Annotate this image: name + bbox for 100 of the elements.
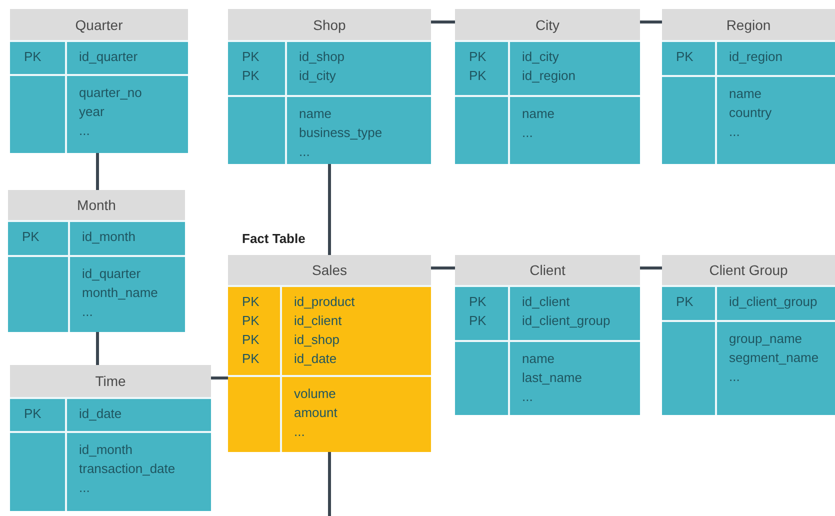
- key-section: [10, 40, 188, 74]
- field-name: name: [522, 105, 555, 123]
- table-card: [228, 9, 431, 164]
- field-name: transaction_date: [79, 460, 176, 478]
- field-name: quarter_no: [79, 84, 142, 102]
- key-marker: PK: [469, 312, 486, 330]
- key-marker: PK: [469, 67, 486, 85]
- field-name: volume: [294, 385, 336, 403]
- key-marker: PK: [242, 293, 260, 311]
- field-name: name: [299, 105, 332, 123]
- connector-line: [211, 376, 228, 380]
- attribute-section: [662, 75, 835, 164]
- table-card: [455, 255, 640, 415]
- table-card: [8, 190, 185, 332]
- table-title: Region: [725, 16, 772, 32]
- key-section: [8, 220, 185, 255]
- table-title: Client: [528, 262, 566, 278]
- attribute-section: [228, 375, 431, 452]
- attribute-section: [662, 320, 835, 415]
- field-name: ...: [522, 124, 533, 142]
- attribute-section: [10, 74, 188, 153]
- table-caption: Fact Table: [242, 231, 306, 246]
- connector-line: [328, 452, 331, 516]
- key-section: [228, 40, 431, 95]
- connector-line: [431, 266, 455, 270]
- field-name: group_name: [729, 330, 802, 348]
- key-marker: PK: [676, 293, 694, 311]
- table-card: [10, 9, 188, 153]
- field-name: ...: [729, 123, 740, 141]
- field-name: id_city: [299, 67, 336, 85]
- key-marker: PK: [242, 331, 260, 349]
- field-name: id_quarter: [82, 265, 141, 283]
- field-name: ...: [294, 423, 305, 441]
- field-name: amount: [294, 404, 338, 422]
- field-name: ...: [522, 388, 533, 406]
- field-name: id_client: [294, 312, 342, 330]
- field-name: id_region: [522, 67, 576, 85]
- table-title: Sales: [310, 262, 348, 278]
- key-section: [228, 285, 431, 375]
- key-section: [662, 40, 835, 75]
- key-marker: PK: [676, 48, 694, 66]
- field-name: ...: [729, 368, 740, 386]
- field-name: ...: [82, 303, 93, 321]
- field-name: id_date: [79, 405, 122, 423]
- connector-line: [640, 20, 662, 24]
- attribute-section: [8, 255, 185, 332]
- table-card: [455, 9, 640, 164]
- field-name: ...: [79, 122, 90, 140]
- field-name: last_name: [522, 369, 582, 387]
- key-section: [10, 397, 211, 431]
- key-marker: PK: [469, 293, 486, 311]
- key-marker: PK: [24, 405, 42, 423]
- key-section: [455, 285, 640, 340]
- attribute-section: [228, 95, 431, 164]
- field-name: year: [79, 103, 104, 121]
- table-title: Quarter: [74, 16, 124, 32]
- table-title: Shop: [312, 16, 347, 32]
- field-name: segment_name: [729, 349, 819, 367]
- table-card: [228, 255, 431, 452]
- connector-line: [96, 153, 99, 190]
- connector-line: [96, 332, 99, 365]
- connector-line: [640, 266, 662, 270]
- field-name: id_shop: [299, 48, 345, 66]
- field-name: id_quarter: [79, 48, 138, 66]
- field-name: name: [729, 85, 762, 103]
- table-card: [662, 255, 835, 415]
- key-marker: PK: [469, 48, 486, 66]
- field-name: business_type: [299, 124, 382, 142]
- attribute-section: [10, 431, 211, 511]
- connector-line: [328, 164, 331, 255]
- key-marker: PK: [242, 48, 260, 66]
- attribute-section: [455, 340, 640, 415]
- key-marker: PK: [242, 350, 260, 368]
- field-name: id_region: [729, 48, 782, 66]
- field-name: id_date: [294, 350, 337, 368]
- table-title: Client Group: [708, 262, 789, 278]
- field-name: name: [522, 350, 555, 368]
- field-name: id_city: [522, 48, 559, 66]
- key-marker: PK: [24, 48, 42, 66]
- field-name: month_name: [82, 284, 158, 302]
- table-title: Time: [94, 373, 127, 389]
- table-title: City: [534, 16, 561, 32]
- field-name: country: [729, 104, 772, 122]
- table-card: [10, 365, 211, 511]
- field-name: ...: [299, 143, 310, 161]
- field-name: id_shop: [294, 331, 340, 349]
- field-name: id_client_group: [729, 293, 818, 311]
- connector-line: [431, 20, 455, 24]
- field-name: ...: [79, 479, 90, 497]
- key-marker: PK: [242, 67, 260, 85]
- key-marker: PK: [22, 228, 40, 246]
- table-card: [662, 9, 835, 164]
- key-section: [662, 285, 835, 320]
- key-section: [455, 40, 640, 95]
- attribute-section: [455, 95, 640, 164]
- field-name: id_client: [522, 293, 570, 311]
- field-name: id_month: [79, 441, 132, 459]
- key-marker: PK: [242, 312, 260, 330]
- field-name: id_product: [294, 293, 355, 311]
- field-name: id_client_group: [522, 312, 610, 330]
